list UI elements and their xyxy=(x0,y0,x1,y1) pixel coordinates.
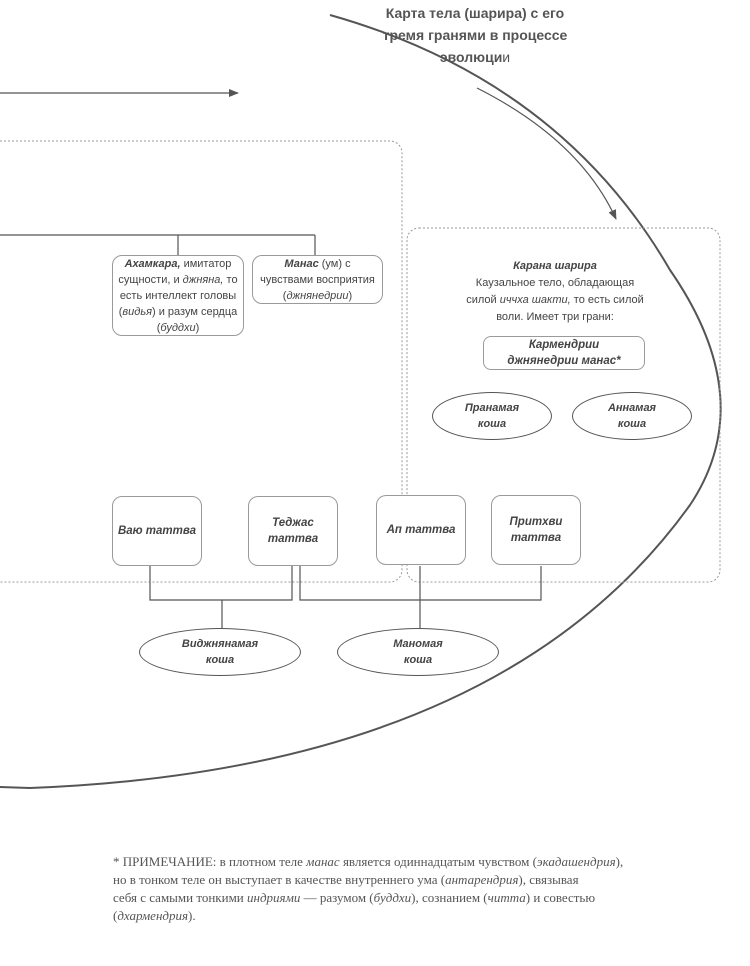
ahamkara-name: Ахамкара, xyxy=(124,257,181,270)
ahamkara-buddhi: буддхи xyxy=(160,321,196,334)
ahamkara-text-4: то xyxy=(223,273,238,286)
note-p13: ), сознанием ( xyxy=(411,890,488,905)
karana-line-1: Каузальное тело, обладающая xyxy=(475,277,635,289)
note-p3: является одиннадцатым чувством ( xyxy=(339,854,537,869)
note-p6: но в тонком теле он выступает в качестве… xyxy=(113,872,446,887)
karana-line-3: воли. Имеет три грани: xyxy=(496,311,614,323)
ap-tattva-label: Ап таттва xyxy=(386,524,456,536)
pranamaya-kosha: Пранамая коша xyxy=(432,392,552,440)
manas-box: Манас (ум) с чувствами восприятия (джнян… xyxy=(252,255,383,304)
karana-description: Карана шарира Каузальное тело, обладающа… xyxy=(430,258,680,326)
karana-iccha-shakti: иччха шакти, xyxy=(499,294,571,306)
note-p10: индриями xyxy=(247,890,301,905)
prithvi-tattva-box: Притхви таттва xyxy=(491,495,581,565)
evolution-arrow-right xyxy=(476,87,617,220)
title-line-3-bold: эволюци xyxy=(439,49,503,65)
manomaya-kosha: Маномая коша xyxy=(337,628,499,676)
causal-body-panel xyxy=(406,227,721,583)
note-p1: * ПРИМЕЧАНИЕ: в плотном теле xyxy=(113,854,307,869)
ahamkara-jnana: джняна, xyxy=(182,273,224,286)
diagram-title: Карта тела (шарира) с его тремя гранями … xyxy=(360,2,590,68)
karmendriya-box: Кармендрии джнянедрии манас* xyxy=(483,336,645,370)
manomaya-line-2: коша xyxy=(403,654,433,666)
karmendriya-line-2: джнянедрии манас* xyxy=(507,355,621,367)
large-encircling-arc xyxy=(0,14,722,790)
ahamkara-text-7: ) и разум сердца xyxy=(152,305,238,318)
annamaya-line-2: коша xyxy=(617,418,647,430)
vayu-tattva-box: Ваю таттва xyxy=(112,496,202,566)
annamaya-line-1: Аннамая xyxy=(607,402,657,414)
note-p18: ). xyxy=(188,908,196,923)
prithvi-line-1: Притхви xyxy=(509,516,563,528)
tejas-tattva-label: Теджас таттва xyxy=(267,517,319,545)
note-p7: антарендрия xyxy=(445,872,519,887)
manas-text-1: (ум) с xyxy=(318,257,351,270)
manas-text-2: чувствами восприятия xyxy=(260,273,375,286)
title-line-3-tail: и xyxy=(502,49,511,65)
karana-line-2a: силой xyxy=(466,294,500,306)
title-line-2: тремя гранями в процессе xyxy=(382,27,568,43)
manomaya-line-1: Маномая xyxy=(393,638,443,650)
note-p5: ), xyxy=(615,854,624,869)
note-p16: ( xyxy=(113,908,118,923)
ahamkara-text-5: есть интеллект головы xyxy=(119,289,237,302)
title-line-1: Карта тела (шарира) с его xyxy=(385,5,565,21)
karana-line-2c: то есть силой xyxy=(570,294,644,306)
prithvi-line-2: таттва xyxy=(510,532,562,544)
pranamaya-line-2: коша xyxy=(477,418,507,430)
karmendriya-line-1: Кармендрии xyxy=(528,339,600,351)
manas-name: Манас xyxy=(284,257,319,270)
ahamkara-text-1: имитатор xyxy=(180,257,232,270)
note-p15: ) и совестью xyxy=(525,890,596,905)
tree-connector-top xyxy=(0,234,316,255)
footnote: * ПРИМЕЧАНИЕ: в плотном теле манас являе… xyxy=(113,853,713,925)
note-p2: манас xyxy=(306,854,340,869)
tattva-connector-left xyxy=(149,566,293,630)
note-p12: буддхи xyxy=(373,890,412,905)
pranamaya-line-1: Пранамая xyxy=(464,402,520,414)
note-p14: читта xyxy=(487,890,526,905)
note-p4: экадашендрия xyxy=(536,854,616,869)
vayu-tattva-label: Ваю таттва xyxy=(117,525,197,537)
ahamkara-text-2: сущности, и xyxy=(118,273,183,286)
ap-tattva-box: Ап таттва xyxy=(376,495,466,565)
annamaya-kosha: Аннамая коша xyxy=(572,392,692,440)
tattva-connector-right xyxy=(299,566,542,630)
vijnanamaya-line-2: коша xyxy=(205,654,235,666)
vijnanamaya-line-1: Виджнянамая xyxy=(181,638,259,650)
note-p17: дхармендрия xyxy=(117,908,189,923)
ahamkara-vidya: видья xyxy=(122,305,152,318)
note-p11: — разумом ( xyxy=(300,890,374,905)
vijnanamaya-kosha: Виджнянамая коша xyxy=(139,628,301,676)
karana-heading: Карана шарира xyxy=(513,260,597,272)
note-p9: себя с самыми тонкими xyxy=(113,890,248,905)
ahamkara-box: Ахамкара, имитатор сущности, и джняна, т… xyxy=(112,255,244,336)
subtle-body-panel xyxy=(0,140,403,583)
manas-jnanendriya: джнянедрии xyxy=(286,289,349,302)
tejas-tattva-box: Теджас таттва xyxy=(248,496,338,566)
title-line-3: эволюции xyxy=(360,46,590,68)
note-p8: ), связывая xyxy=(518,872,579,887)
